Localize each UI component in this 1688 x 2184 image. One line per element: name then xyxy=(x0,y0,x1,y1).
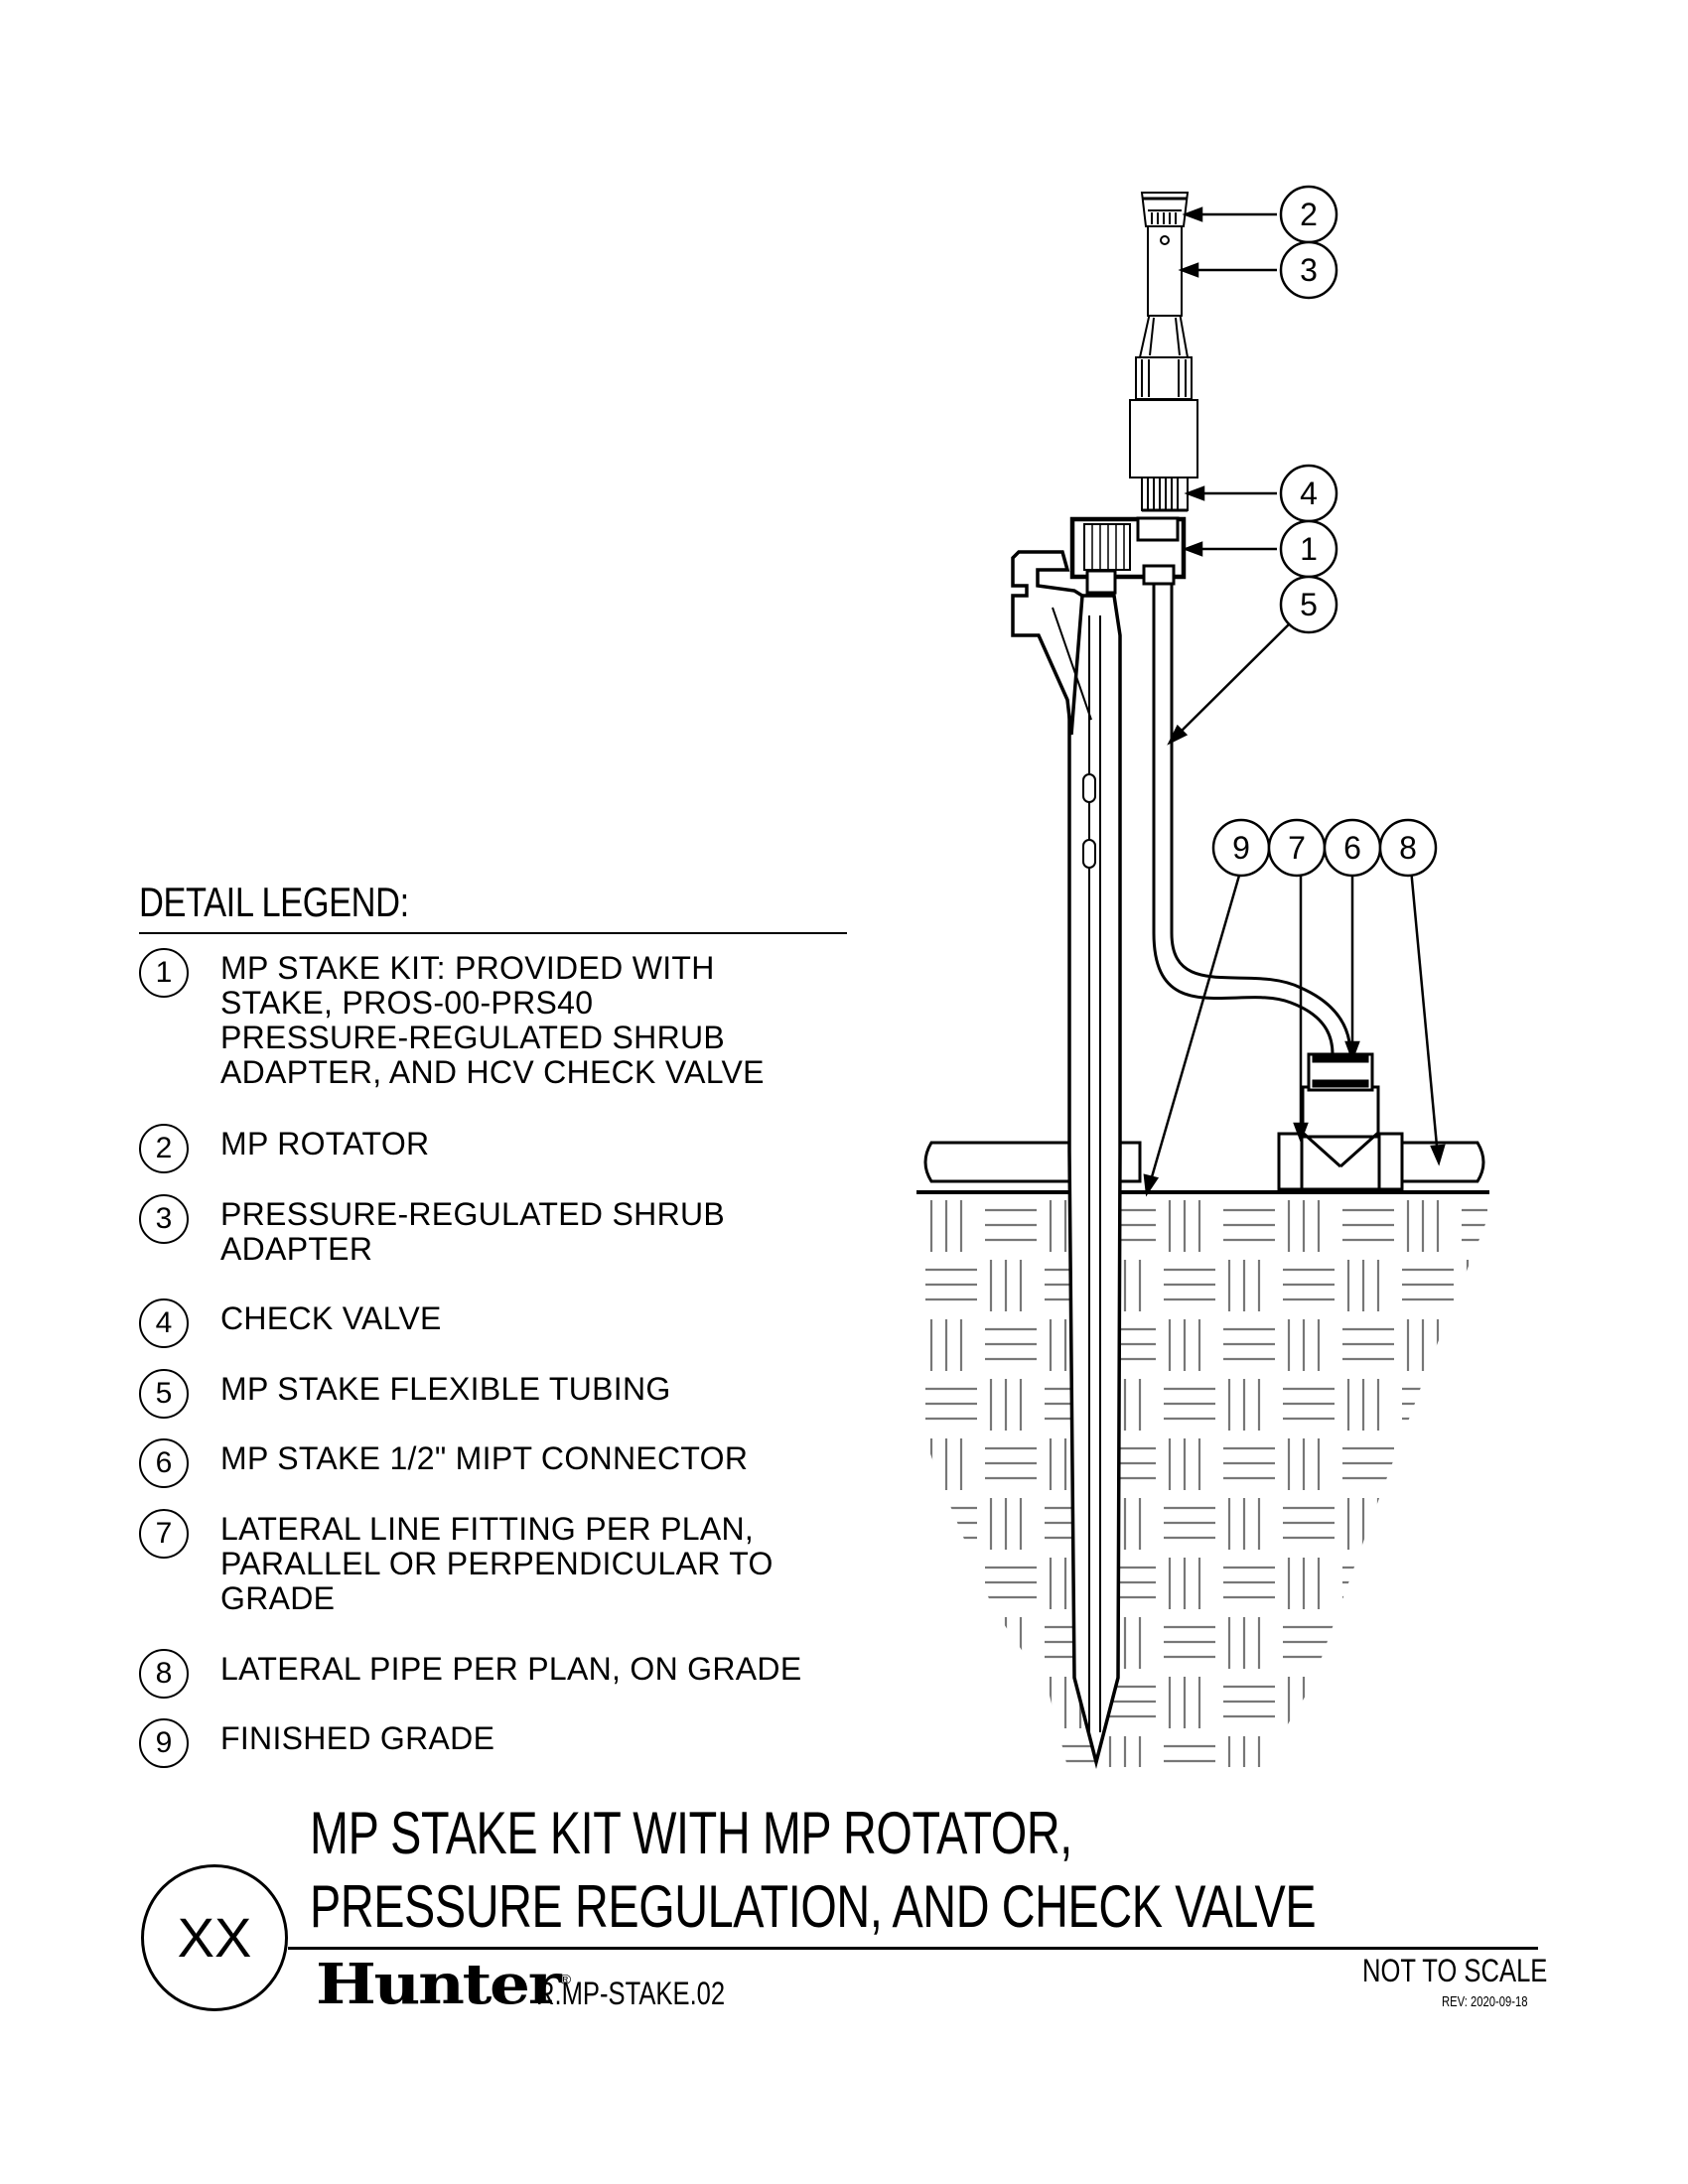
legend-text: LATERAL PIPE PER PLAN, ON GRADE xyxy=(220,1651,802,1687)
callout-2: 2 xyxy=(1279,185,1338,244)
legend-number: 9 xyxy=(139,1718,189,1768)
callout-5: 5 xyxy=(1279,575,1338,634)
revision-date: REV: 2020-09-18 xyxy=(1442,1993,1528,2010)
title-rule xyxy=(288,1947,1538,1950)
legend-rule xyxy=(139,932,847,934)
scale-note: NOT TO SCALE xyxy=(1362,1953,1548,1988)
legend-text: MP ROTATOR xyxy=(220,1126,430,1161)
hunter-logo: Hunter® xyxy=(316,1952,571,2017)
drawing-code: R.MP-STAKE.02 xyxy=(536,1976,726,2011)
check-valve xyxy=(1141,476,1189,512)
flexible-tubing xyxy=(1152,576,1352,1055)
callout-8: 8 xyxy=(1378,818,1438,878)
legend-number: 7 xyxy=(139,1509,189,1559)
legend-number: 5 xyxy=(139,1369,189,1419)
legend-text: PRESSURE-REGULATED SHRUB ADAPTER xyxy=(220,1196,726,1267)
callout-1-label: 1 xyxy=(1300,531,1318,567)
legend-heading: DETAIL LEGEND: xyxy=(139,879,409,925)
legend-number: 8 xyxy=(139,1649,189,1699)
callout-7-label: 7 xyxy=(1288,830,1306,866)
mipt-connector xyxy=(1307,1052,1374,1092)
callout-4: 4 xyxy=(1279,464,1338,523)
legend-number: 4 xyxy=(139,1298,189,1348)
legend-text: MP STAKE 1/2" MIPT CONNECTOR xyxy=(220,1440,749,1476)
registered-mark: ® xyxy=(559,1971,571,1987)
legend-text: LATERAL LINE FITTING PER PLAN, PARALLEL … xyxy=(220,1511,774,1616)
callout-5-label: 5 xyxy=(1300,587,1318,622)
legend-text: FINISHED GRADE xyxy=(220,1720,495,1756)
callout-4-label: 4 xyxy=(1300,476,1318,511)
legend-text: MP STAKE KIT: PROVIDED WITH STAKE, PROS-… xyxy=(220,950,765,1090)
detail-title-line-1: MP STAKE KIT WITH MP ROTATOR, xyxy=(310,1800,1072,1866)
callout-2-label: 2 xyxy=(1300,197,1318,232)
callout-9-label: 9 xyxy=(1232,830,1250,866)
mp-rotator xyxy=(1140,192,1190,227)
callout-3-label: 3 xyxy=(1300,252,1318,288)
callout-1: 1 xyxy=(1279,519,1338,579)
legend-number: 1 xyxy=(139,948,189,998)
callout-7: 7 xyxy=(1267,818,1327,878)
callout-8-label: 8 xyxy=(1399,830,1417,866)
soil-hatch xyxy=(921,1191,1487,1767)
legend-text: CHECK VALVE xyxy=(220,1300,442,1336)
stake-body xyxy=(1067,594,1122,1769)
shrub-adapter xyxy=(1129,225,1198,478)
stake-bracket xyxy=(1011,550,1092,736)
logo-wordmark: Hunter xyxy=(316,1952,562,2017)
legend-number: 3 xyxy=(139,1194,189,1244)
callout-6: 6 xyxy=(1323,818,1382,878)
callout-6-label: 6 xyxy=(1343,830,1361,866)
detail-title-line-2: PRESSURE REGULATION, AND CHECK VALVE xyxy=(310,1873,1317,1940)
callout-9: 9 xyxy=(1211,818,1271,878)
detail-marker: XX xyxy=(141,1864,288,2011)
callout-3: 3 xyxy=(1279,240,1338,300)
leader-lines xyxy=(1143,206,1446,1197)
legend-number: 2 xyxy=(139,1124,189,1173)
legend-text: MP STAKE FLEXIBLE TUBING xyxy=(220,1371,671,1407)
stake-head xyxy=(1069,516,1187,595)
tee-fitting xyxy=(1277,1085,1404,1191)
legend-number: 6 xyxy=(139,1438,189,1488)
